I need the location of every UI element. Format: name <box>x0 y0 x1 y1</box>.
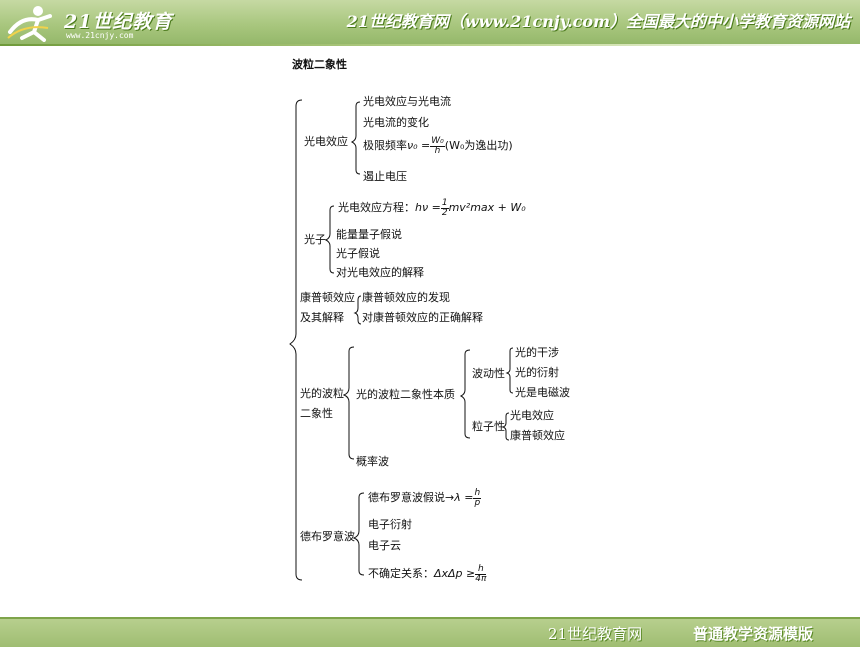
equation-denominator: 2 <box>441 207 448 218</box>
threshold-denominator: h <box>434 145 441 156</box>
equation-rhs: mv²max + W₀ <box>448 201 526 214</box>
wave-label: 波动性 <box>472 367 505 380</box>
threshold-prefix: 极限频率 <box>363 139 407 152</box>
logo-text: 21世纪教育 <box>64 11 173 33</box>
photon-item-2: 光子假说 <box>336 247 380 260</box>
uncertainty-lhs: ΔxΔp ≥ <box>434 567 476 580</box>
uncertainty-prefix: 不确定关系： <box>368 567 434 580</box>
uncertainty-numerator: h <box>475 564 487 575</box>
compton-label-line1: 康普顿效应 <box>300 291 355 304</box>
footer-site-name: 21世纪教育网 <box>548 625 643 643</box>
equation-numerator: 1 <box>440 197 449 209</box>
wave-item-2: 光的衍射 <box>515 366 559 379</box>
compton-label-line2: 及其解释 <box>300 311 344 324</box>
threshold-formula-lhs: ν₀ = <box>407 139 431 152</box>
duality-essence: 光的波粒二象性本质 <box>356 388 455 401</box>
duality-label-line1: 光的波粒 <box>300 387 344 400</box>
wave-item-3: 光是电磁波 <box>515 386 570 399</box>
runner-logo-icon <box>7 6 52 42</box>
photoelectric-item-1: 光电效应与光电流 <box>363 95 451 108</box>
brace-lines <box>289 99 514 581</box>
logo-url: www.21cnjy.com <box>66 31 134 40</box>
photoelectric-item-2: 光电流的变化 <box>363 116 429 129</box>
footer-band: 21世纪教育网 普通教学资源模版 <box>0 617 860 647</box>
debroglie-item-2: 电子云 <box>368 539 401 552</box>
photon-label: 光子 <box>304 233 326 246</box>
stop-voltage: 遏止电压 <box>363 170 407 183</box>
particle-item-2: 康普顿效应 <box>510 429 565 442</box>
debroglie-item-1: 电子衍射 <box>368 518 412 531</box>
probability-wave: 概率波 <box>356 455 389 468</box>
equation-lhs: hν = <box>415 201 441 214</box>
compton-item-2: 对康普顿效应的正确解释 <box>362 311 483 324</box>
site-logo[interactable]: 21世纪教育 www.21cnjy.com <box>4 2 179 42</box>
map-title: 波粒二象性 <box>292 58 347 71</box>
hypothesis-prefix: 德布罗意波假说→ <box>368 491 455 504</box>
uncertainty-denominator: 4π <box>475 573 487 584</box>
photon-item-1: 能量量子假说 <box>336 228 402 241</box>
equation-prefix: 光电效应方程： <box>338 201 415 214</box>
header-band: 21世纪教育 www.21cnjy.com 21世纪教育网（www.21cnjy… <box>0 0 860 44</box>
duality-label-line2: 二象性 <box>300 407 333 420</box>
particle-item-1: 光电效应 <box>510 409 554 422</box>
photon-item-3: 对光电效应的解释 <box>336 266 424 279</box>
threshold-suffix: (W₀为逸出功) <box>444 139 513 152</box>
hypothesis-numerator: h <box>473 487 482 499</box>
debroglie-label: 德布罗意波 <box>300 530 355 543</box>
compton-item-1: 康普顿效应的发现 <box>362 291 450 304</box>
hypothesis-denominator: p <box>474 497 481 508</box>
footer-template-name: 普通教学资源模版 <box>693 625 814 643</box>
header-title: 21世纪教育网（www.21cnjy.com）全国最大的中小学教育资源网站 <box>346 12 850 31</box>
wave-item-1: 光的干涉 <box>515 346 559 359</box>
hypothesis-lhs: λ = <box>454 491 474 504</box>
threshold-numerator: W₀ <box>430 135 445 147</box>
photoelectric-label: 光电效应 <box>304 135 348 148</box>
particle-label: 粒子性 <box>472 420 505 433</box>
header-divider <box>0 44 860 46</box>
